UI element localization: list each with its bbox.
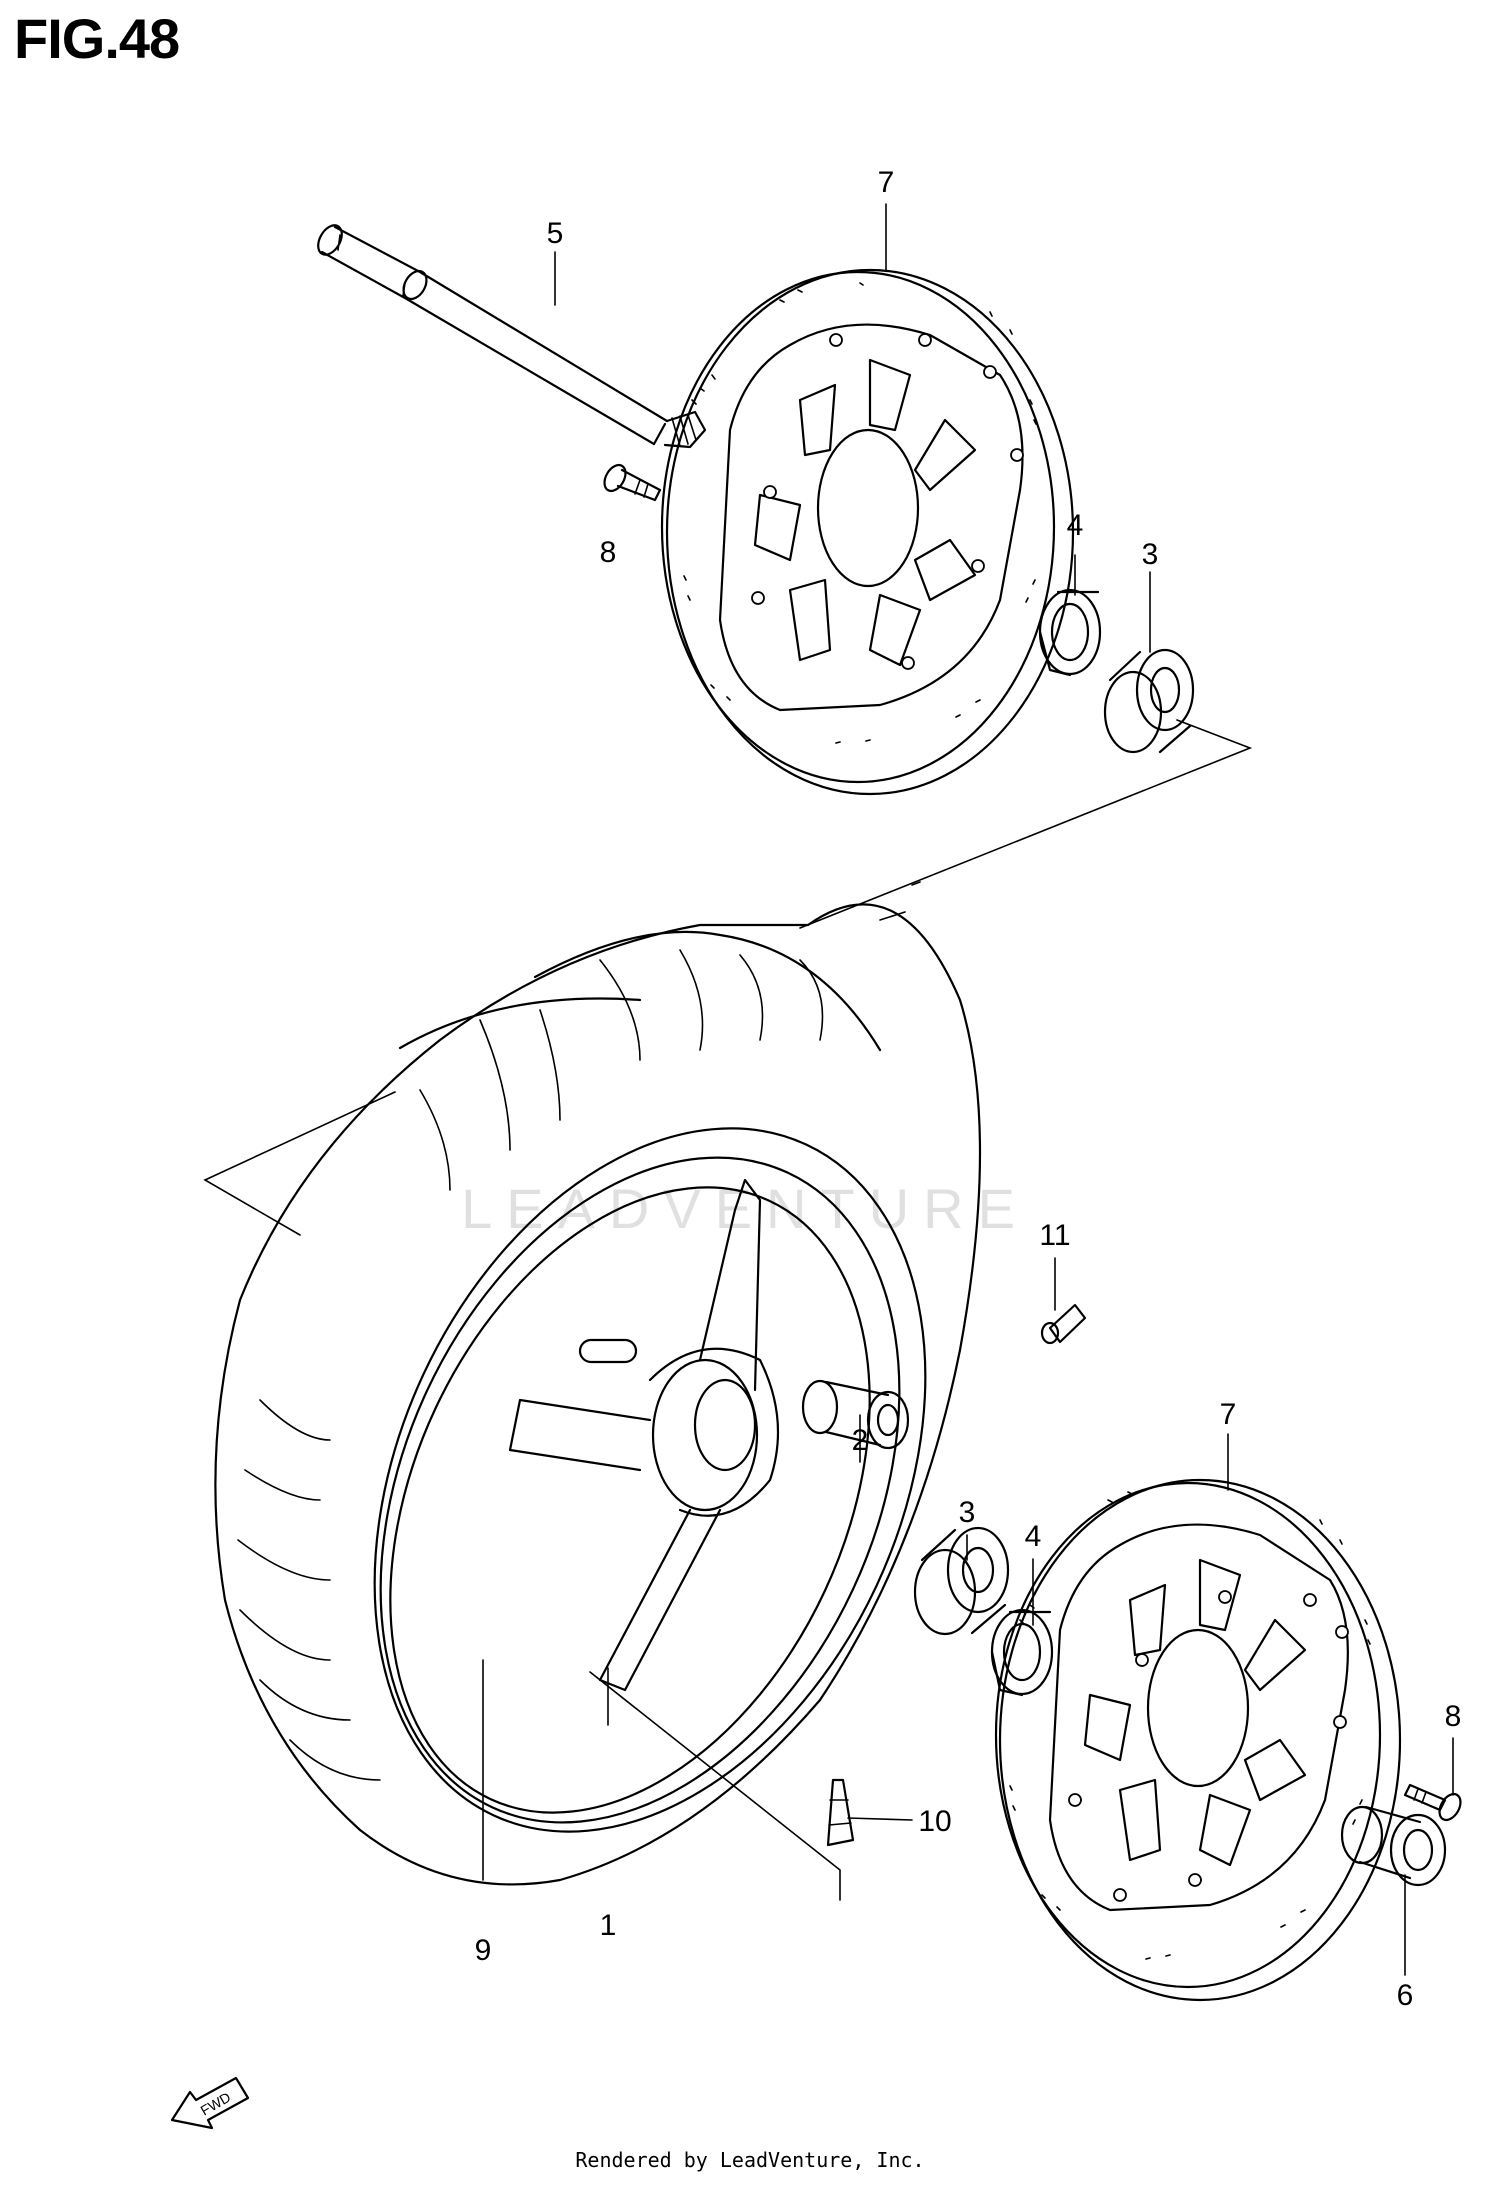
callout-4-top: 4 (1067, 509, 1084, 542)
spacer-icon[interactable] (801, 1379, 910, 1450)
valve-icon[interactable] (826, 1778, 855, 1847)
assembly-guide-lines (203, 719, 1253, 1901)
callout-3-top: 3 (1142, 538, 1159, 571)
wheel-icon[interactable] (267, 1039, 1033, 1921)
tire-icon[interactable] (214, 903, 982, 1886)
callout-4-bottom: 4 (1025, 1520, 1042, 1553)
fwd-label: FWD (198, 2089, 234, 2119)
callout-9: 9 (475, 1934, 492, 1967)
callout-1: 1 (600, 1909, 617, 1942)
fwd-arrow-icon: FWD (170, 2076, 250, 2130)
callout-2: 2 (852, 1424, 869, 1457)
bolt-icon[interactable] (1403, 1783, 1465, 1824)
brake-disc-icon[interactable] (994, 1478, 1402, 2002)
brake-disc-icon[interactable] (660, 268, 1075, 796)
bolt-icon[interactable] (600, 461, 662, 502)
figure-title: FIG.48 (14, 7, 180, 70)
balance-weight-icon[interactable] (1040, 1303, 1087, 1345)
callout-3-bottom: 3 (959, 1496, 976, 1529)
callout-11: 11 (1039, 1219, 1070, 1252)
footer-credit: Rendered by LeadVenture, Inc. (575, 2148, 925, 2172)
bearing-icon[interactable] (913, 1526, 1010, 1636)
spacer-icon[interactable] (1340, 1805, 1447, 1887)
callout-5: 5 (547, 217, 564, 250)
bearing-icon[interactable] (1103, 648, 1195, 754)
callout-8-right: 8 (1445, 1700, 1462, 1733)
watermark: LEADVENTURE (461, 1177, 1029, 1240)
callout-6: 6 (1397, 1979, 1414, 2012)
axle-icon[interactable] (313, 221, 707, 449)
callout-7-bottom: 7 (1220, 1398, 1237, 1431)
callout-10: 10 (918, 1805, 951, 1838)
dust-seal-icon[interactable] (1038, 588, 1102, 677)
callout-7-top: 7 (878, 166, 895, 199)
callout-leaders (482, 203, 1454, 1976)
callout-8-top: 8 (600, 536, 617, 569)
